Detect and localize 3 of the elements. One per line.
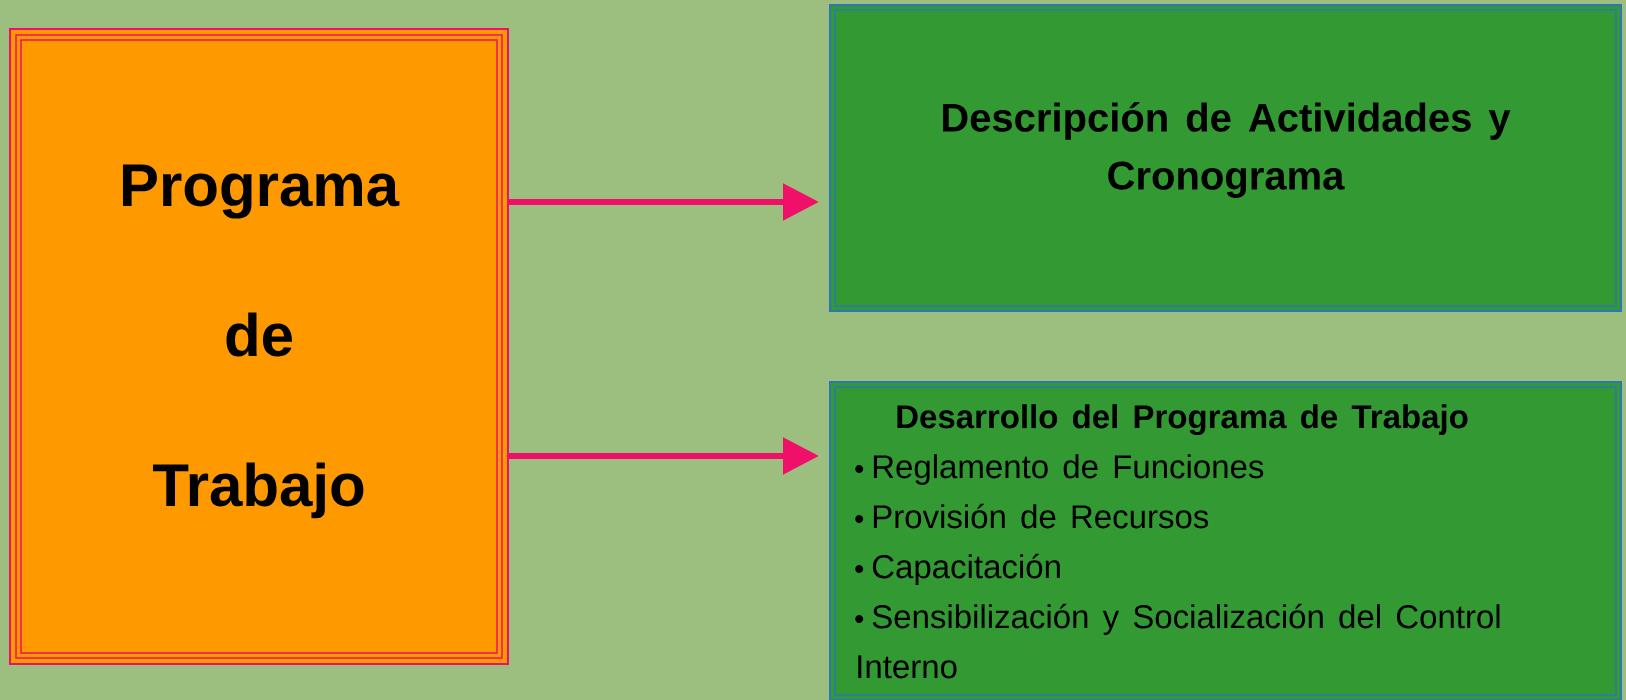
process-box: Descripción de Actividades y Cronograma — [829, 4, 1622, 312]
list-box: Desarrollo del Programa de Trabajo Reglamento de Funciones Provisión de Recursos Capacitación Sensibilización y Socialización del Control Interno — [829, 381, 1622, 700]
title-box: Programa de Trabajo — [9, 28, 509, 665]
